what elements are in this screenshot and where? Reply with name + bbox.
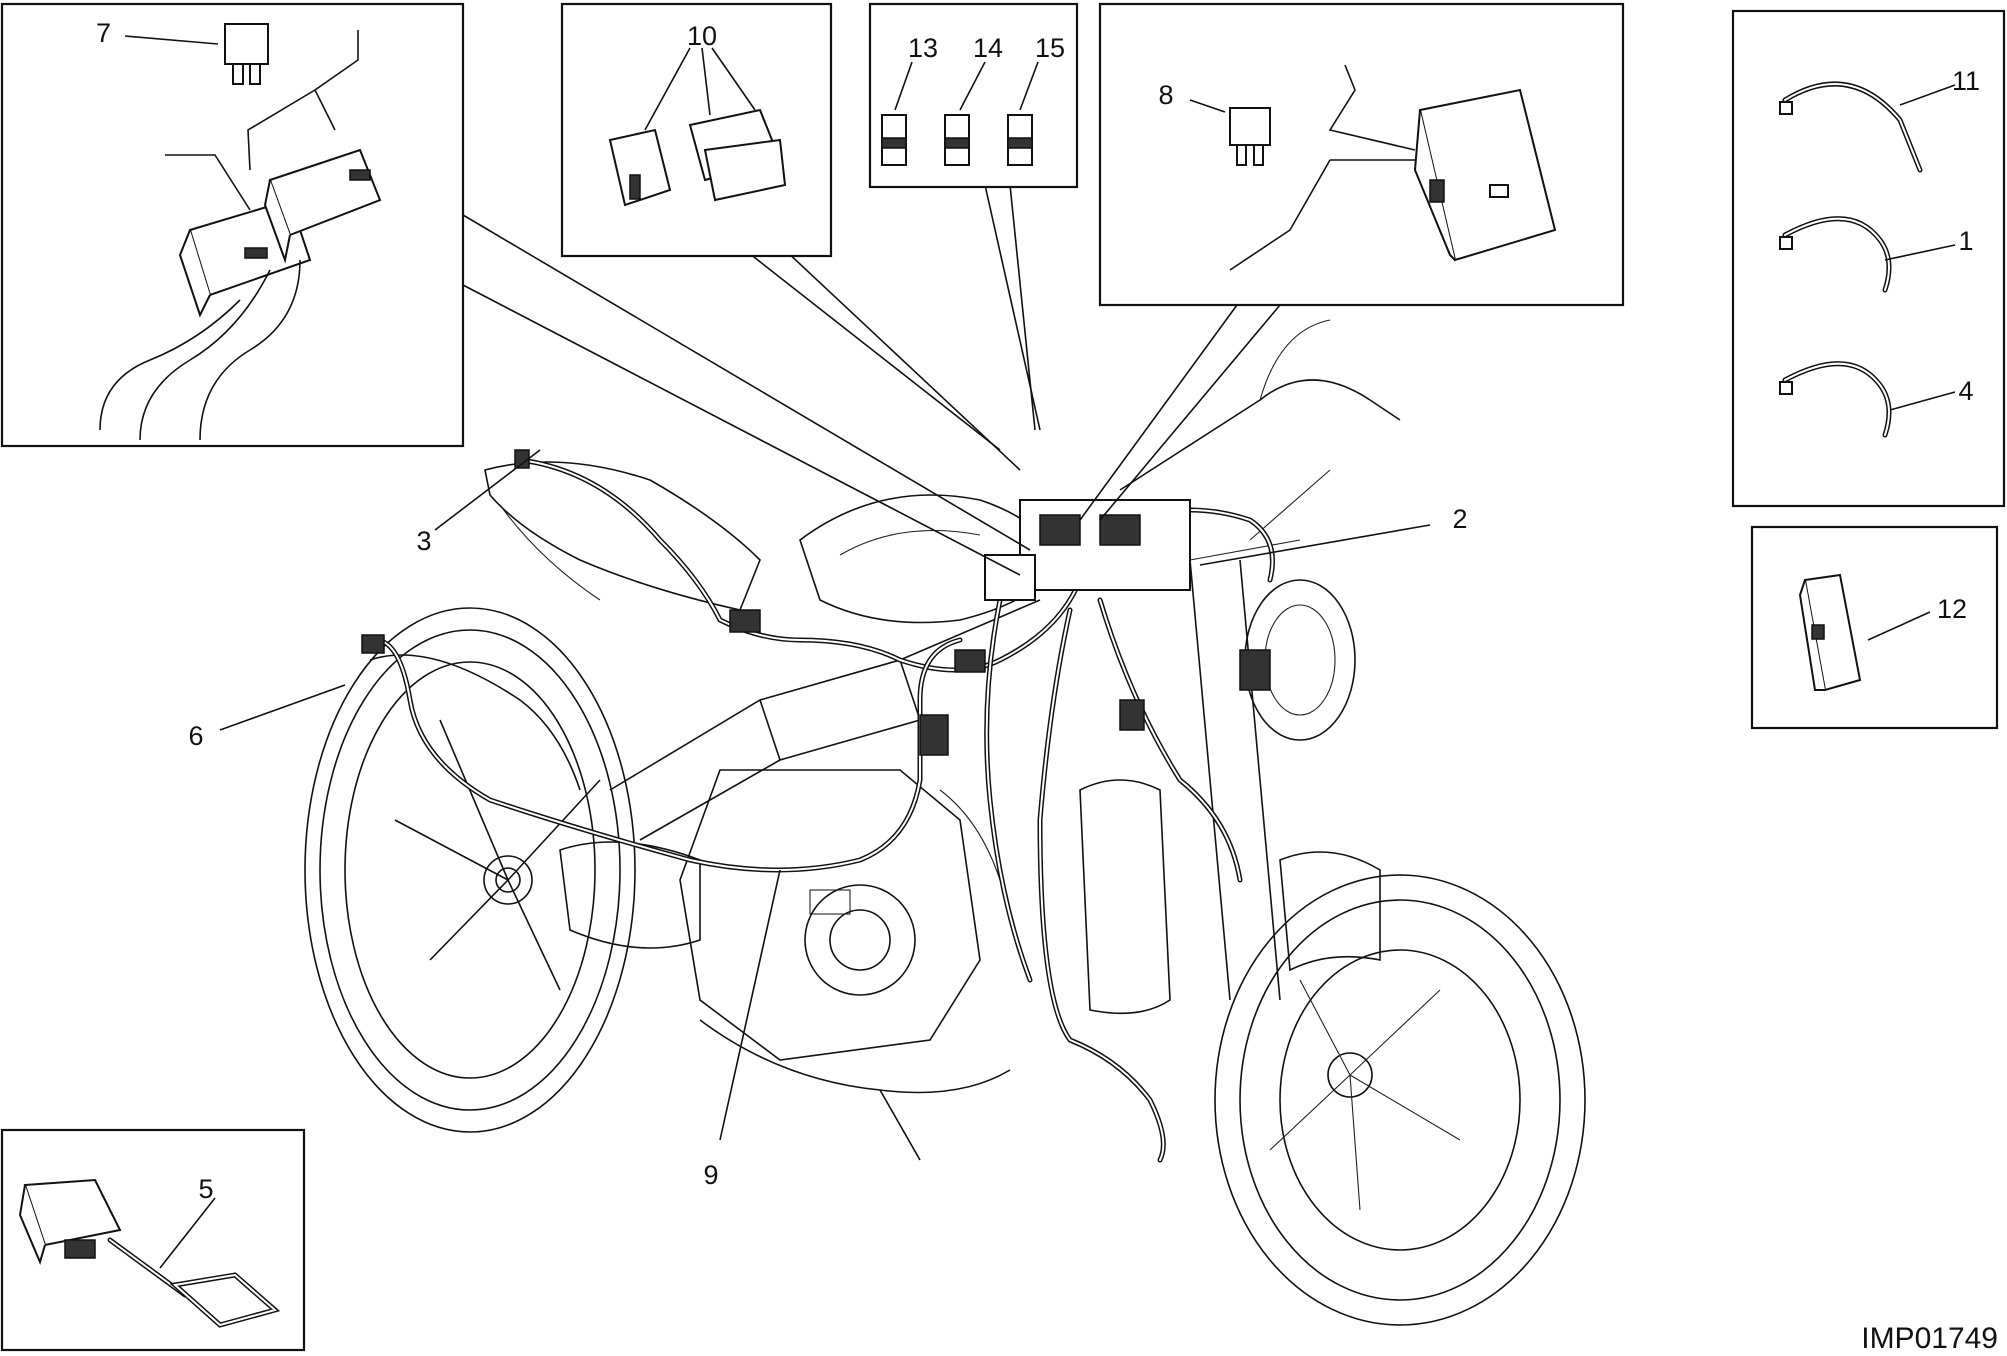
callout-labels: 7 10 13 14 15 8 11 1 4 12 2 3 6 9 5 [96,18,1980,1204]
cap-icon [1798,573,1862,692]
rear-fender [369,654,581,791]
callout-9: 9 [703,1160,718,1190]
callout-8: 8 [1158,80,1173,110]
fuse-icon [224,23,269,85]
callout-1: 1 [1958,226,1973,256]
callout-10: 10 [687,21,717,51]
harness-connector [919,714,949,756]
callout-4: 4 [1958,376,1973,406]
harness-connector [1119,699,1145,731]
callout-5: 5 [198,1174,213,1204]
fuse-icon [1229,107,1271,166]
inset-fuse-box [1098,2,1625,307]
tail-section [484,461,761,611]
wiring-harness [361,449,1275,1163]
connector-icon [688,108,787,202]
inset-small-connectors [868,2,1079,189]
exhaust [559,841,701,949]
callout-6: 6 [188,721,203,751]
cable-tie-icon [1779,216,1892,293]
inset-connector-lead [0,1128,306,1352]
cable-tie-icon [1779,361,1892,438]
callout-13: 13 [908,33,938,63]
harness-connector [984,554,1036,601]
connector-icon [608,128,672,207]
motorcycle-illustration [304,319,1586,1326]
rear-wheel [304,607,636,1133]
frame [609,599,1041,841]
handlebar [1119,379,1401,491]
front-fender [1279,851,1381,972]
callout-7: 7 [96,18,111,48]
cable-tie-icon [1779,81,1923,173]
radiator [1079,779,1171,1015]
leader-lines [219,184,1431,1141]
callout-11: 11 [1952,66,1980,96]
licence-plate-connector [361,634,385,654]
harness-connector [1239,649,1271,691]
harness-connector [954,649,986,673]
inset-cable-ties [1731,9,2006,508]
inset-connectors [560,2,833,258]
callout-12: 12 [1937,594,1967,624]
fuse-box-icon [1413,88,1557,262]
drawing-code: IMP01749 [1861,1322,1998,1355]
callout-2: 2 [1452,504,1467,534]
connector-icon [881,114,907,166]
relay-icon [263,148,382,264]
harness-connector [729,609,761,633]
callout-14: 14 [973,33,1003,63]
front-wheel [1214,874,1586,1326]
engine [679,769,1001,1061]
callout-3: 3 [416,526,431,556]
connector-icon [944,114,970,166]
inset-cap [1750,525,1999,730]
connector-icon [1007,114,1033,166]
connector-icon [18,1178,122,1265]
front-fork [1189,559,1281,1001]
callout-15: 15 [1035,33,1065,63]
inset-relays-fuse [0,2,465,448]
